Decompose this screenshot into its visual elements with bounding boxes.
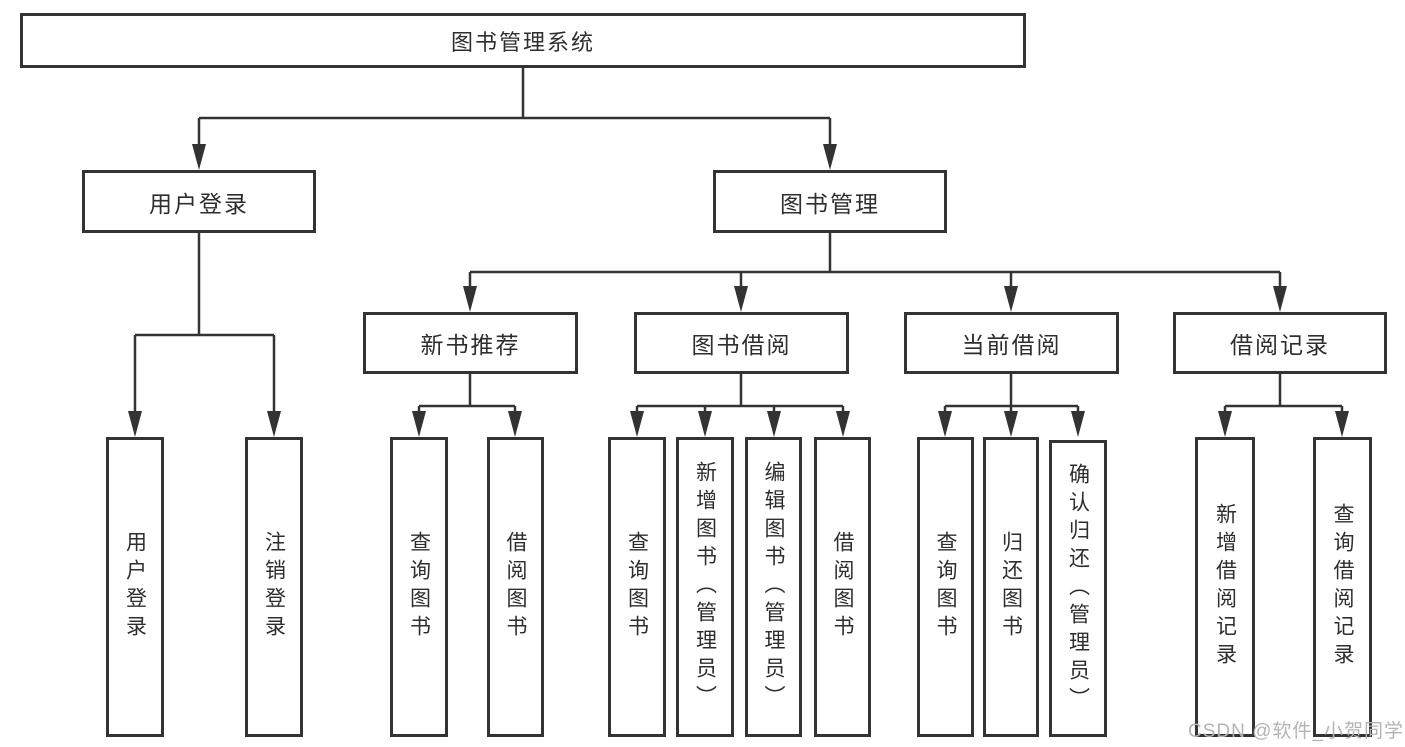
leaf-return-books: 归还图书 <box>983 437 1039 737</box>
arrow-icon <box>1335 411 1349 437</box>
leaf-user-login: 用户登录 <box>106 437 164 737</box>
leaf-confirm-return-admin: 确认归还（管理员） <box>1049 440 1107 737</box>
node-current-borrow: 当前借阅 <box>904 312 1119 374</box>
connector-book-management <box>468 233 1282 288</box>
arrow-icon <box>508 411 522 437</box>
node-label: 查询图书 <box>625 531 649 643</box>
leaf-borrow-books: 借阅图书 <box>814 437 871 737</box>
node-user-login: 用户登录 <box>82 170 316 233</box>
arrow-icon <box>1218 411 1232 437</box>
node-label: 借阅记录 <box>1230 332 1330 358</box>
connector-book-borrow <box>635 374 845 413</box>
arrow-icon <box>463 286 477 312</box>
connector-root <box>197 68 832 146</box>
leaf-borrow-books-recommend: 借阅图书 <box>487 437 544 737</box>
node-label: 当前借阅 <box>961 332 1062 358</box>
leaf-query-books-current: 查询图书 <box>917 437 974 737</box>
arrow-icon <box>1071 411 1085 437</box>
node-label: 借阅图书 <box>831 531 854 643</box>
connector-new-book-recommend <box>417 374 517 413</box>
leaf-query-borrow-record: 查询借阅记录 <box>1313 437 1372 737</box>
node-borrow-records: 借阅记录 <box>1173 312 1387 374</box>
node-book-management: 图书管理 <box>713 170 947 233</box>
arrow-icon <box>734 286 748 312</box>
arrow-icon <box>1273 286 1287 312</box>
node-label: 用户登录 <box>149 190 249 217</box>
node-label: 新增图书（管理员） <box>693 461 717 713</box>
node-label: 查询借阅记录 <box>1331 503 1354 671</box>
node-label: 查询图书 <box>934 531 957 643</box>
arrow-icon <box>412 411 426 437</box>
arrow-icon <box>1004 286 1018 312</box>
arrow-icon <box>823 144 837 170</box>
leaf-query-books-borrow: 查询图书 <box>608 437 666 737</box>
connector-current-borrow <box>943 374 1080 413</box>
node-label: 查询图书 <box>407 531 431 643</box>
node-label: 注销登录 <box>262 531 286 643</box>
watermark: CSDN @软件_小贺同学 <box>1188 721 1404 742</box>
connector-user-login <box>133 233 276 413</box>
leaf-query-books-recommend: 查询图书 <box>390 437 448 737</box>
node-label: 图书借阅 <box>691 332 792 358</box>
arrow-icon <box>836 411 850 437</box>
arrow-icon <box>267 411 281 437</box>
node-label: 借阅图书 <box>504 531 527 643</box>
arrow-icon <box>938 411 952 437</box>
node-label: 新增借阅记录 <box>1213 503 1237 671</box>
node-label: 图书管理 <box>780 190 880 217</box>
leaf-add-borrow-record: 新增借阅记录 <box>1195 437 1255 737</box>
node-label: 用户登录 <box>123 531 147 643</box>
arrow-icon <box>128 411 142 437</box>
node-label: 编辑图书（管理员） <box>762 461 785 713</box>
node-book-borrow: 图书借阅 <box>634 312 849 374</box>
arrow-icon <box>192 144 206 170</box>
arrow-icon <box>630 411 644 437</box>
arrow-icon <box>767 411 781 437</box>
arrow-icon <box>698 411 712 437</box>
node-new-book-recommend: 新书推荐 <box>363 312 578 374</box>
arrow-icon <box>1004 411 1018 437</box>
node-label: 归还图书 <box>999 531 1023 643</box>
leaf-logout-login: 注销登录 <box>245 437 303 737</box>
node-label: 图书管理系统 <box>450 29 595 55</box>
connector-borrow-records <box>1223 374 1344 413</box>
node-label: 新书推荐 <box>420 332 521 358</box>
node-label: 确认归还（管理员） <box>1066 462 1090 715</box>
leaf-add-book-admin: 新增图书（管理员） <box>676 437 734 737</box>
node-library-system: 图书管理系统 <box>20 13 1026 68</box>
leaf-edit-book-admin: 编辑图书（管理员） <box>745 437 802 737</box>
